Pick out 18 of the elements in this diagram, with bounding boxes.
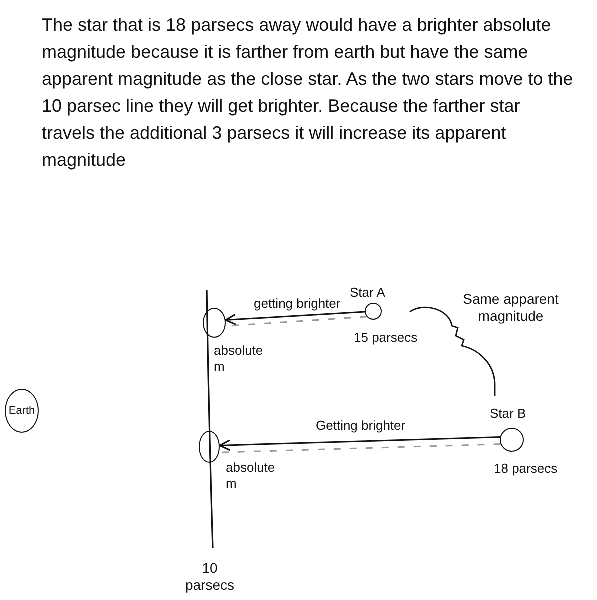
star-label: Star B: [490, 406, 526, 422]
distance-label: 18 parsecs: [494, 461, 558, 477]
dashed-line: [219, 444, 501, 454]
star-circle: [365, 303, 382, 320]
magnitude-label: absolute m: [214, 343, 264, 374]
distance-label: 10 parsecs: [184, 560, 236, 594]
position-circle: [199, 431, 220, 463]
annotation-text: Same apparent magnitude: [462, 291, 560, 325]
arrow: [225, 311, 366, 326]
distance-label: 15 parsecs: [354, 330, 418, 346]
edge-label: Getting brighter: [314, 418, 408, 434]
edge-label: getting brighter: [252, 296, 343, 312]
star-label: Star A: [350, 285, 386, 301]
position-circle: [203, 308, 226, 338]
star-circle: [500, 428, 524, 452]
earth-circle: Earth: [5, 389, 39, 433]
magnitude-label: absolute m: [226, 460, 276, 492]
explanation-text: The star that is 18 parsecs away would have a brighter absolute magnitude because it is farther from earth but have the same apparent magnitude as the close star. As the two stars move to the 10 parsec line they will get brighter. Because the farther star travels the additional 3 parsecs it will increase its apparent magnitude: [42, 14, 574, 172]
